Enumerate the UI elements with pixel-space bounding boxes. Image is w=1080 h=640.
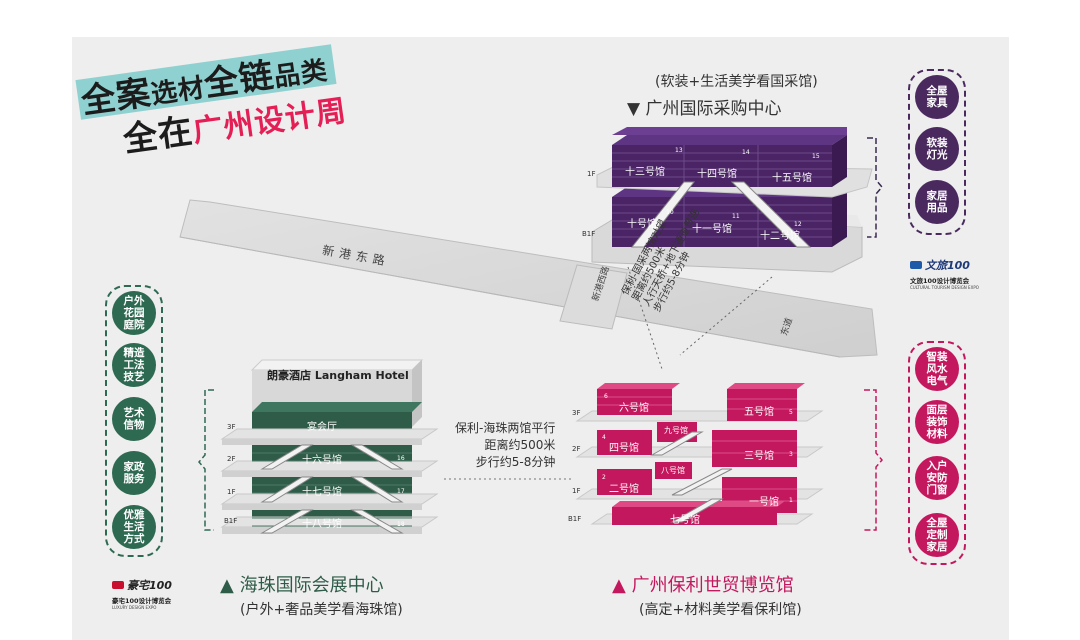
wenlv-logo-mark: 文旅100 xyxy=(910,257,980,273)
right-num-5: 5 xyxy=(789,409,793,416)
wenlv-icon xyxy=(910,261,922,269)
left-category-4: 家政 服务 xyxy=(112,451,156,495)
left-hall-18: 十八号馆 xyxy=(302,519,342,530)
right-floor-b1f: B1F xyxy=(568,515,582,523)
left-category-pill xyxy=(105,285,163,557)
left-category-5: 优雅 生活 方式 xyxy=(112,505,156,549)
walk-note-middle-line-1: 保利-海珠两馆平行 xyxy=(455,421,556,435)
left-floor-2f: 2F xyxy=(227,455,236,463)
left-hall-17: 十七号馆 xyxy=(302,487,342,498)
wenlv-logo: 文旅100 文旅100设计博览会 CULTURAL TOURISM DESIGN… xyxy=(910,257,980,290)
left-num-17: 17 xyxy=(397,488,405,495)
top-hall-12: 十二号馆 xyxy=(760,231,800,242)
top-venue-subtitle: (软装+生活美学看国采馆) xyxy=(655,74,818,90)
top-floor-b1f: B1F xyxy=(582,230,596,238)
right-num-1: 1 xyxy=(789,497,793,504)
top-hall-15: 十五号馆 xyxy=(772,173,812,184)
right-hall-2: 二号馆 xyxy=(609,484,639,495)
cross-road xyxy=(559,264,628,330)
right-hall-3: 三号馆 xyxy=(744,451,774,462)
left-category-3: 艺术 信物 xyxy=(112,397,156,441)
left-floor-b1f: B1F xyxy=(224,517,238,525)
wenlv-mark-text: 文旅100 xyxy=(925,259,970,272)
right-building xyxy=(575,383,824,525)
right-hall-8: 八号馆 xyxy=(661,466,685,475)
top-building xyxy=(591,127,873,273)
top-num-11: 11 xyxy=(732,213,740,220)
top-right-category-1: 全屋 家具 xyxy=(915,75,959,119)
haozhai-icon xyxy=(112,581,124,589)
haozhai-logo-line2: LUXURY DESIGN EXPO xyxy=(112,605,157,610)
right-num-2: 2 xyxy=(602,474,606,481)
bottom-right-category-pill xyxy=(908,341,966,565)
top-hall-11: 十一号馆 xyxy=(692,224,732,235)
left-venue-subtitle: (户外+奢品美学看海珠馆) xyxy=(240,602,403,618)
venue-map xyxy=(179,127,883,534)
right-venue-subtitle: (高定+材料美学看保利馆) xyxy=(639,602,802,618)
top-num-13: 13 xyxy=(675,147,683,154)
left-num-18: 18 xyxy=(397,521,405,528)
right-num-6: 6 xyxy=(604,393,608,400)
bottom-right-category-2: 面层 装饰 材料 xyxy=(915,400,959,444)
left-building xyxy=(220,359,439,534)
right-hall-7: 七号馆 xyxy=(670,515,700,526)
left-floor-3f: 3F xyxy=(227,423,236,431)
wenlv-logo-line1: 文旅100设计博览会 xyxy=(910,277,970,285)
wenlv-logo-line2: CULTURAL TOURISM DESIGN EXPO xyxy=(910,285,979,290)
hotel-label: 朗豪酒店 Langham Hotel xyxy=(267,369,409,382)
headline-part-5: 全在 xyxy=(120,111,196,161)
right-num-3: 3 xyxy=(789,451,793,458)
top-right-category-pill xyxy=(908,69,966,235)
left-hall-16: 十六号馆 xyxy=(302,455,342,466)
top-hall-14: 十四号馆 xyxy=(697,169,737,180)
walk-note-middle: 保利-海珠两馆平行 距离约500米 步行约5-8分钟 xyxy=(455,420,555,471)
right-floor-1f: 1F xyxy=(572,487,581,495)
right-hall-6: 六号馆 xyxy=(619,403,649,414)
top-hall-10: 十号馆 xyxy=(627,219,657,230)
haozhai-mark-text: 豪宅100 xyxy=(127,579,172,592)
right-venue-name: ▲ 广州保利世贸博览馆 xyxy=(612,575,794,596)
right-floor-3f: 3F xyxy=(572,409,581,417)
top-right-bracket xyxy=(867,137,883,238)
left-venue-name: ▲ 海珠国际会展中心 xyxy=(220,575,384,596)
left-num-16: 16 xyxy=(397,455,405,462)
right-hall-5: 五号馆 xyxy=(744,407,774,418)
top-right-category-2: 软装 灯光 xyxy=(915,127,959,171)
top-floor-1f: 1F xyxy=(587,170,596,178)
left-hall-banquet: 宴会厅 xyxy=(307,422,337,433)
top-num-15: 15 xyxy=(812,153,820,160)
haozhai-logo-mark: 豪宅100 xyxy=(112,577,182,593)
right-num-4: 4 xyxy=(602,434,606,441)
haozhai-logo: 豪宅100 豪宅100设计博览会 LUXURY DESIGN EXPO xyxy=(112,577,182,610)
right-hall-1: 一号馆 xyxy=(749,497,779,508)
left-category-2: 精造 工法 技艺 xyxy=(112,343,156,387)
bottom-right-bracket xyxy=(864,389,883,531)
top-venue-name: ▼ 广州国际采购中心 xyxy=(627,99,782,119)
top-num-10: 10 xyxy=(666,209,674,216)
walk-note-middle-line-2: 距离约500米 xyxy=(484,438,556,452)
bottom-right-category-4: 全屋 定制 家居 xyxy=(915,513,959,557)
map-board: 全案选材全链品类 全在广州设计周 (软装+生活美学看国采馆) ▼ 广州国际采购中… xyxy=(72,37,1009,640)
haozhai-logo-line1: 豪宅100设计博览会 xyxy=(112,597,172,605)
left-bracket xyxy=(198,389,214,531)
walk-note-middle-line-3: 步行约5-8分钟 xyxy=(475,455,556,469)
right-floor-2f: 2F xyxy=(572,445,581,453)
right-hall-9: 九号馆 xyxy=(664,426,688,435)
top-hall-13: 十三号馆 xyxy=(625,167,665,178)
left-category-1: 户外 花园 庭院 xyxy=(112,291,156,335)
right-hall-4: 四号馆 xyxy=(609,443,639,454)
top-num-12: 12 xyxy=(794,221,802,228)
bottom-right-category-3: 入户 安防 门窗 xyxy=(915,456,959,500)
top-num-14: 14 xyxy=(742,149,750,156)
top-right-category-3: 家居 用品 xyxy=(915,180,959,224)
left-floor-1f: 1F xyxy=(227,488,236,496)
bottom-right-category-1: 智装 风水 电气 xyxy=(915,347,959,391)
